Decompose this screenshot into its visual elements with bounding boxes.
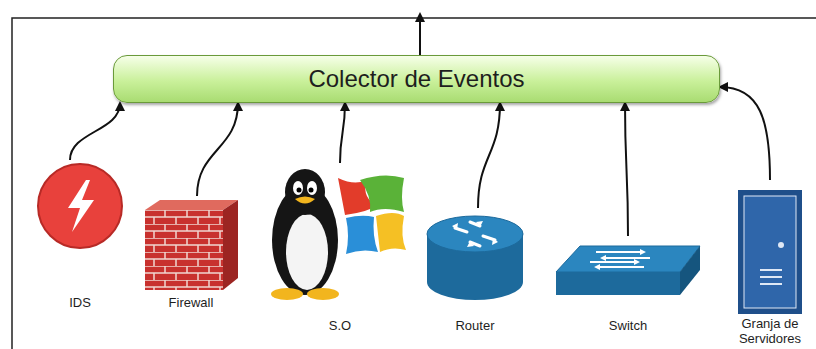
firewall-node: Firewall xyxy=(135,196,247,310)
device-label: S.O xyxy=(265,318,415,333)
event-arrow xyxy=(197,103,238,196)
collector-box: Colector de Eventos xyxy=(113,55,720,103)
router-node: Router xyxy=(420,208,530,333)
switch-icon xyxy=(556,246,700,295)
server-node: Granja de Servidores xyxy=(728,180,812,346)
device-label: Granja de Servidores xyxy=(728,316,812,346)
device-label: IDS xyxy=(36,295,124,310)
collector-title: Colector de Eventos xyxy=(308,65,524,93)
output-arrow xyxy=(419,14,421,55)
event-arrow xyxy=(340,103,345,163)
event-arrow xyxy=(70,103,120,160)
ids-icon xyxy=(38,164,122,248)
router-icon xyxy=(427,216,523,300)
device-label: Router xyxy=(420,318,530,333)
os-icon xyxy=(271,169,406,300)
ids-node: IDS xyxy=(36,160,124,310)
event-arrow xyxy=(625,103,628,236)
device-label: Switch xyxy=(552,318,704,333)
event-arrow xyxy=(720,87,770,180)
event-arrow xyxy=(478,103,500,208)
server-icon xyxy=(738,190,802,314)
frame xyxy=(12,18,816,349)
firewall-icon xyxy=(145,200,238,290)
os-node: S.O xyxy=(265,163,415,333)
device-label: Firewall xyxy=(135,295,247,310)
switch-node: Switch xyxy=(552,236,704,333)
